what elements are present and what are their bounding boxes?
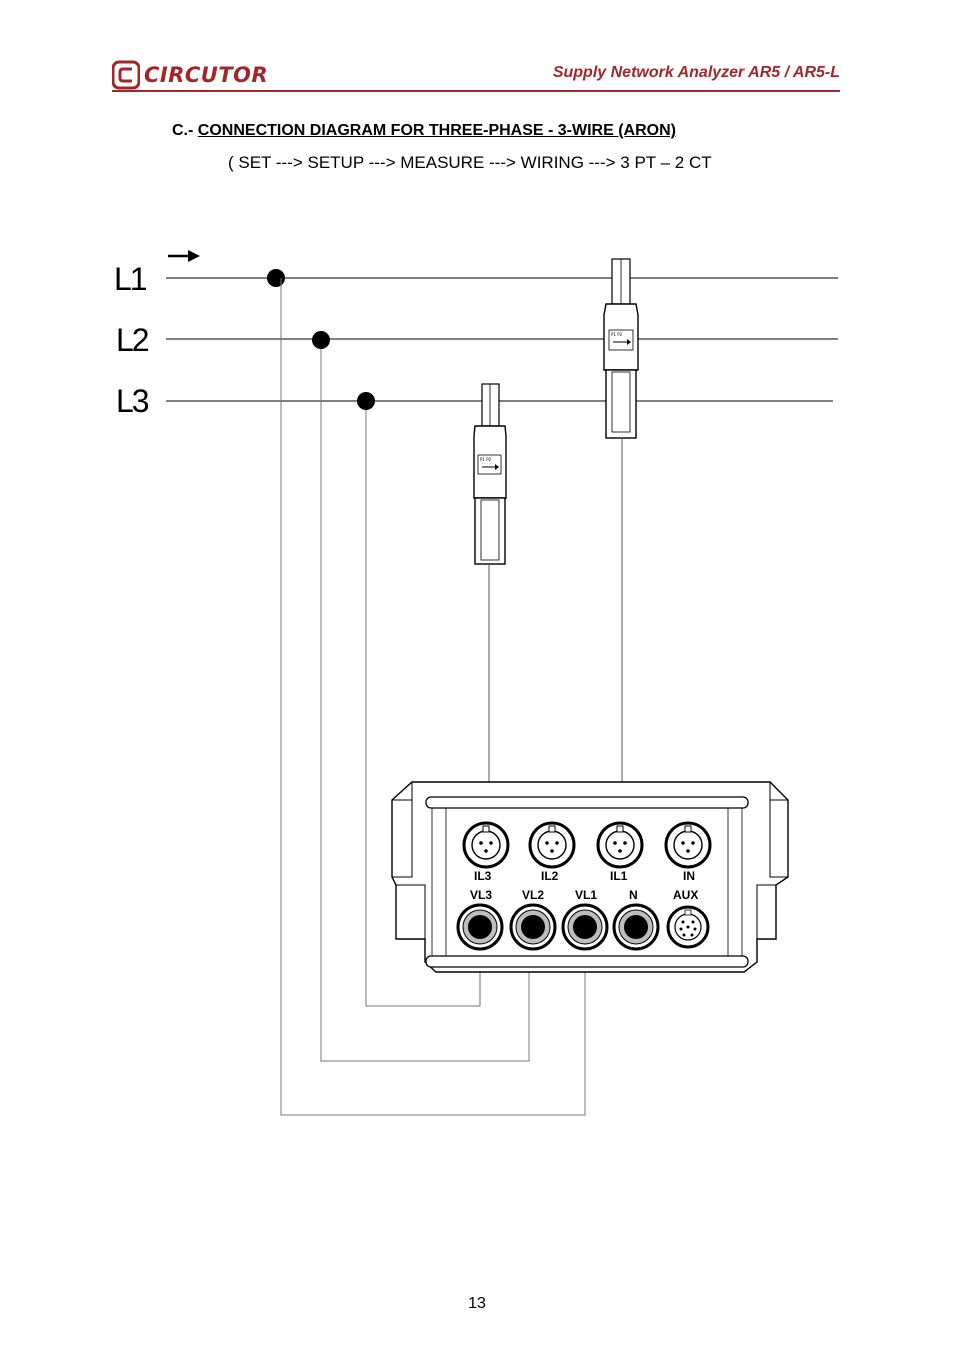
section-prefix: C.- <box>172 122 198 139</box>
label-vl1: VL1 <box>575 888 597 902</box>
circutor-logo: CIRCUTOR <box>112 60 268 90</box>
brand-name: CIRCUTOR <box>144 63 269 87</box>
circutor-logo-mark <box>112 60 140 90</box>
tap-point-l1 <box>267 269 285 287</box>
voltage-input-n <box>612 903 660 951</box>
voltage-lead-vl1 <box>280 278 586 1116</box>
tap-point-l2 <box>312 331 330 349</box>
clamp-marking-l3: P1 P2 <box>480 457 492 462</box>
menu-path: ( SET ---> SETUP ---> MEASURE ---> WIRIN… <box>228 153 712 172</box>
label-il1: IL1 <box>610 869 628 883</box>
phase-label-l2: L2 <box>116 322 149 358</box>
document-title: Supply Network Analyzer AR5 / AR5-L <box>552 64 840 81</box>
label-aux: AUX <box>673 888 698 902</box>
section-heading: C.- CONNECTION DIAGRAM FOR THREE-PHASE -… <box>172 122 676 140</box>
aux-connector <box>666 905 710 949</box>
clamp-marking-l1: P1 P2 <box>611 332 623 337</box>
voltage-lead-vl3 <box>365 410 481 1007</box>
label-in: IN <box>683 869 695 883</box>
voltage-input-vl3 <box>456 903 504 951</box>
phase-label-l1: L1 <box>114 261 147 297</box>
page-number: 13 <box>468 1295 486 1312</box>
label-il2: IL2 <box>541 869 559 883</box>
section-title: CONNECTION DIAGRAM FOR THREE-PHASE - 3-W… <box>197 122 676 139</box>
voltage-lead-vl2 <box>320 349 530 1062</box>
current-input-in <box>664 821 712 869</box>
label-vl3: VL3 <box>470 888 492 902</box>
flow-arrow-icon <box>168 250 200 262</box>
label-vl2: VL2 <box>522 888 544 902</box>
tap-point-l3 <box>357 392 375 410</box>
voltage-input-vl1 <box>561 903 609 951</box>
phase-label-l3: L3 <box>116 383 149 419</box>
current-clamp-l1: P1 P2 <box>603 258 639 439</box>
current-input-il3 <box>462 821 510 869</box>
label-il3: IL3 <box>474 869 492 883</box>
page-header: CIRCUTOR Supply Network Analyzer AR5 / A… <box>112 56 840 92</box>
current-input-il2 <box>528 821 576 869</box>
current-input-il1 <box>596 821 644 869</box>
voltage-input-vl2 <box>509 903 557 951</box>
current-clamp-l3: P1 P2 <box>473 383 507 565</box>
label-n: N <box>629 888 638 902</box>
header-divider <box>112 90 840 92</box>
